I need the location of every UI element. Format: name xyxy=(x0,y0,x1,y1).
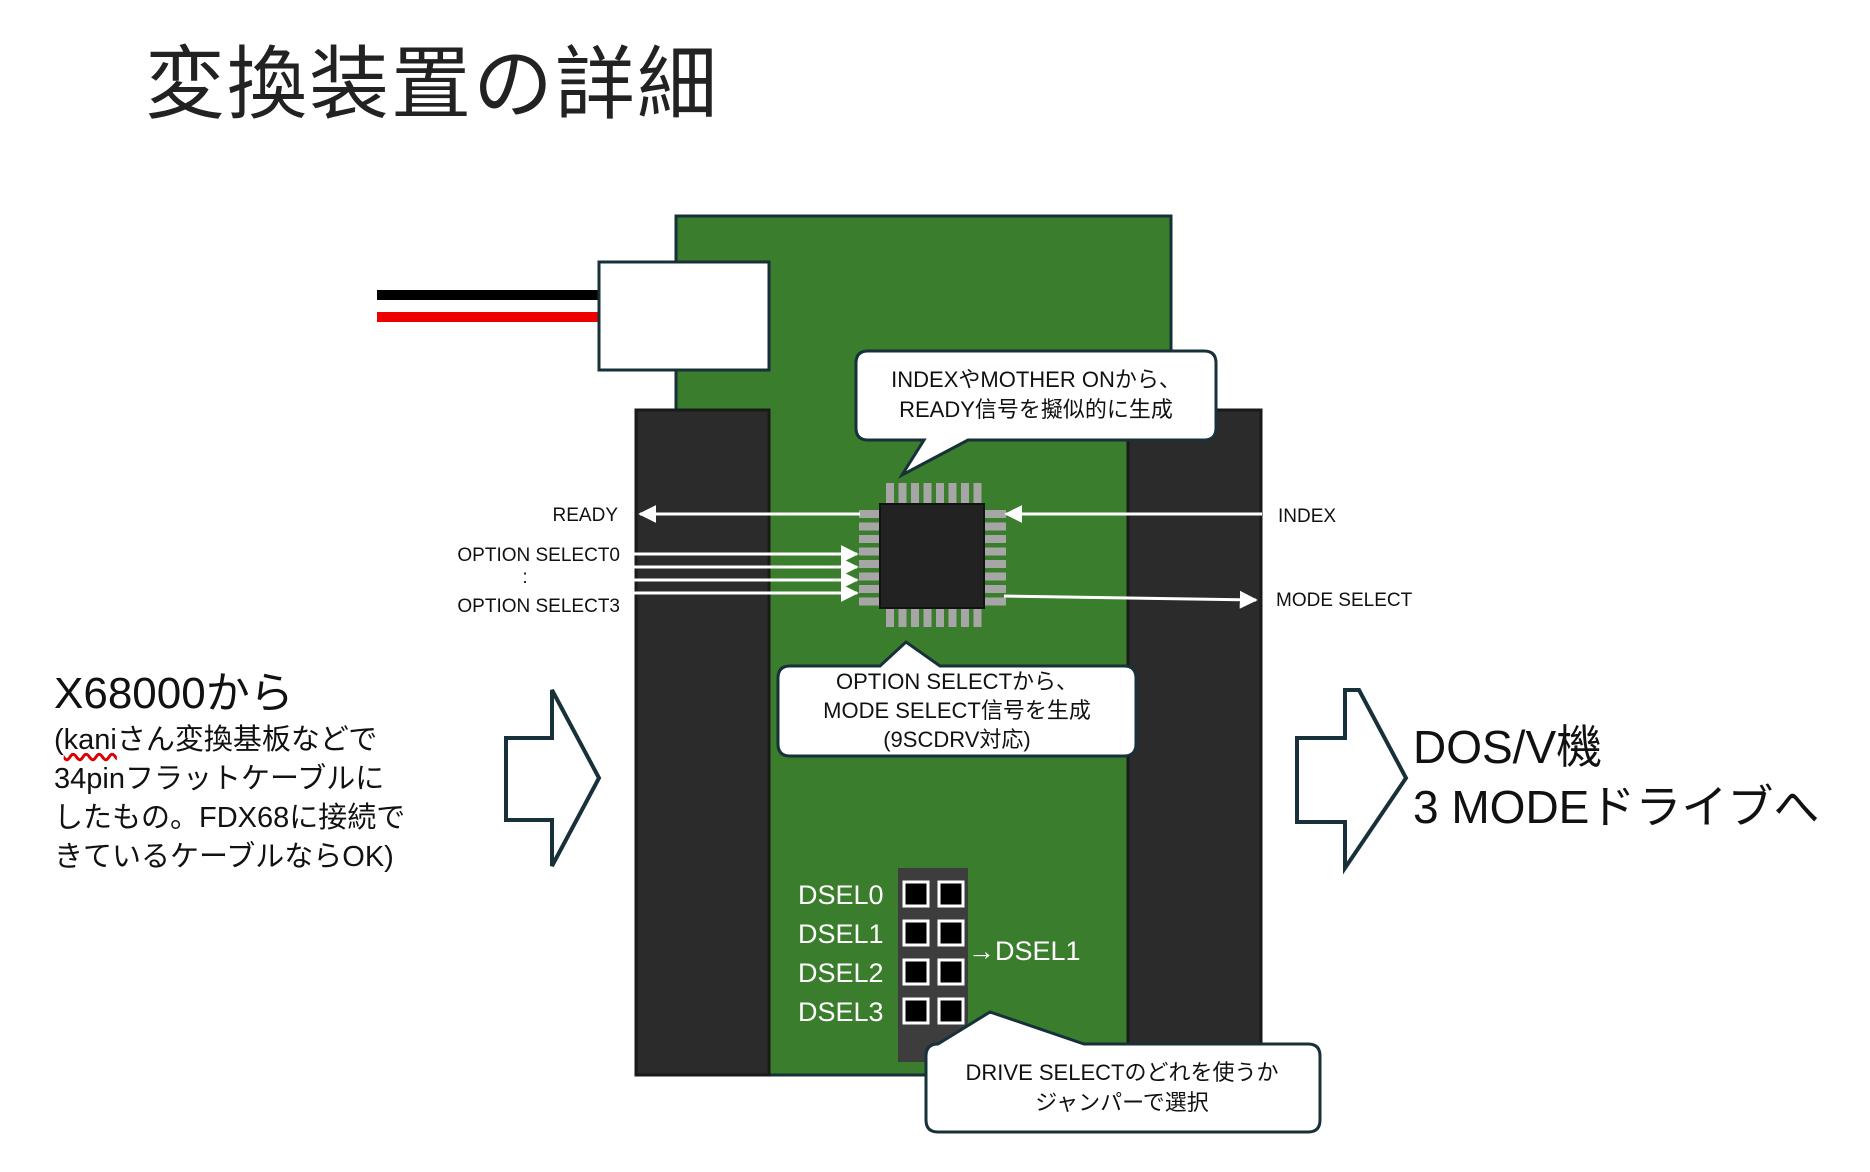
chip-pin xyxy=(886,483,894,503)
chip-pin xyxy=(984,547,1006,556)
left-connector xyxy=(634,408,771,1077)
power-wire-red xyxy=(377,312,599,322)
callout-drive-line2: ジャンパーで選択 xyxy=(1035,1090,1209,1115)
jumper-pin xyxy=(937,919,965,947)
jumper-pin xyxy=(902,919,930,947)
source-body: (kaniさん変換基板などで 34pinフラットケーブルに したもの。FDX68… xyxy=(54,721,474,878)
dsel3-label: DSEL3 xyxy=(798,997,884,1027)
chip-pin xyxy=(973,607,982,627)
chip-pin xyxy=(886,607,894,627)
source-body-kani: kani xyxy=(63,723,117,756)
source-body-line3: したもの。FDX68に接続で xyxy=(54,802,406,835)
jumper-block xyxy=(898,868,968,1062)
chip-pin xyxy=(984,597,1006,606)
callout-ready-line2: READY信号を擬似的に生成 xyxy=(899,397,1173,422)
chip-pin xyxy=(984,510,1006,518)
chip-pin xyxy=(984,560,1006,568)
mode-select-arrow xyxy=(1003,590,1258,609)
jumper-pin xyxy=(902,880,930,908)
source-body-line1: さん変換基板などで xyxy=(116,723,378,756)
chip-pin xyxy=(936,607,944,627)
chip-pin xyxy=(859,572,881,581)
mcu-chip xyxy=(859,483,1006,627)
callout-mode-generation: OPTION SELECTから、 MODE SELECT信号を生成 (9SCDR… xyxy=(776,640,1138,758)
chip-pin xyxy=(859,585,881,593)
chip-pin xyxy=(859,547,881,556)
chip-pin xyxy=(923,483,932,503)
callout-ready-generation: INDEXやMOTHER ONから、 READY信号を擬似的に生成 xyxy=(854,349,1218,479)
jumper-pin xyxy=(937,880,965,908)
output-block-arrow xyxy=(1295,688,1409,875)
callout-ready-line1: INDEXやMOTHER ONから、 xyxy=(891,367,1181,392)
destination-line1: DOS/V機 xyxy=(1413,721,1603,773)
destination-line2: 3 MODEドライブへ xyxy=(1413,780,1820,833)
power-wire-black xyxy=(377,290,599,300)
source-body-line2: 34pinフラットケーブルに xyxy=(54,762,385,795)
jumper-pin xyxy=(937,958,965,986)
chip-pin xyxy=(961,607,969,627)
jumper-pin xyxy=(937,997,965,1025)
jumper-selected-label: →DSEL1 xyxy=(968,936,1081,966)
chip-pin xyxy=(984,535,1006,543)
callout-drive-select: DRIVE SELECTのどれを使うか ジャンパーで選択 xyxy=(924,1010,1322,1134)
right-connector xyxy=(1126,408,1263,1047)
chip-pin xyxy=(961,483,969,503)
slide-title: 変換装置の詳細 xyxy=(145,38,719,131)
chip-pin xyxy=(859,597,881,606)
chip-pin xyxy=(859,510,881,518)
source-description: X68000から (kaniさん変換基板などで 34pinフラットケーブルに し… xyxy=(54,668,474,877)
destination-description: DOS/V機 3 MODEドライブへ xyxy=(1413,718,1819,838)
jumper-pin xyxy=(902,997,930,1025)
source-heading: X68000から xyxy=(54,669,294,718)
callout-mode-line3: (9SCDRV対応) xyxy=(883,727,1031,752)
callout-mode-line1: OPTION SELECTから、 xyxy=(836,669,1078,694)
chip-pin xyxy=(973,483,982,503)
dsel2-label: DSEL2 xyxy=(798,958,884,988)
option-select0-label: OPTION SELECT0 xyxy=(457,545,620,566)
chip-pin xyxy=(911,483,919,503)
mode-select-label: MODE SELECT xyxy=(1276,590,1413,611)
dsel1-label: DSEL1 xyxy=(798,919,884,949)
ready-label: READY xyxy=(553,505,619,526)
chip-pin xyxy=(984,522,1006,531)
jumper-pin xyxy=(902,958,930,986)
power-connector xyxy=(597,260,771,372)
chip-pin xyxy=(984,572,1006,581)
chip-pin xyxy=(936,483,944,503)
chip-pin xyxy=(948,483,957,503)
input-block-arrow xyxy=(504,689,602,867)
option-colon-label: : xyxy=(522,567,527,588)
source-body-line4: きているケーブルならOK) xyxy=(54,841,394,874)
chip-pin xyxy=(923,607,932,627)
option-select3-label: OPTION SELECT3 xyxy=(457,596,620,617)
chip-pin xyxy=(859,522,881,531)
chip-pin xyxy=(898,483,907,503)
dsel0-label: DSEL0 xyxy=(798,880,884,910)
chip-pin xyxy=(898,607,907,627)
chip-pin xyxy=(984,585,1006,593)
index-label: INDEX xyxy=(1278,506,1336,527)
chip-pin xyxy=(911,607,919,627)
source-body-paren: ( xyxy=(54,723,64,756)
chip-pin xyxy=(948,607,957,627)
chip-body xyxy=(879,503,985,609)
callout-drive-line1: DRIVE SELECTのどれを使うか xyxy=(966,1060,1279,1085)
callout-mode-line2: MODE SELECT信号を生成 xyxy=(823,698,1091,723)
chip-pin xyxy=(859,535,881,543)
chip-pin xyxy=(859,560,881,568)
